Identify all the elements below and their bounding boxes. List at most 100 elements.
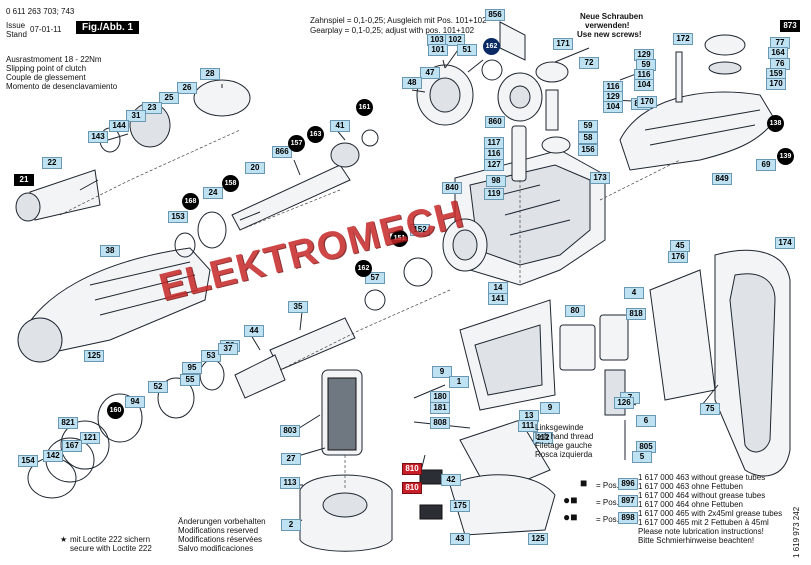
dot-square-icon: ●■ [563,510,578,524]
part-circle-c162b: 162 [355,260,372,277]
lubrication-note: Bitte Schmierhinweise beachten! [638,536,755,545]
part-label-43: 43 [450,533,470,545]
part-label-75: 75 [700,403,720,415]
part-label-173: 173 [590,172,610,184]
part-label-48: 48 [402,77,422,89]
part-label-821: 821 [58,417,78,429]
loctite-star: ★ [60,535,68,544]
part-circle-c151: 151 [391,230,408,247]
part-label-59b: 59 [578,120,598,132]
loctite-note: mit Loctite 222 sichern [70,535,151,544]
part-label-104a: 104 [634,79,654,91]
part-label-77: 77 [770,37,790,49]
motor-housing-drawing [449,299,556,536]
part-label-95: 95 [182,362,202,374]
leader-lines [59,129,681,490]
part-label-143: 143 [88,131,108,143]
part-label-898: 898 [618,512,638,524]
part-label-176: 176 [668,251,688,263]
part-circle-c158: 158 [222,175,239,192]
part-label-37: 37 [218,343,238,355]
motor-drawing [299,369,443,552]
pos-label: = Pos. [596,498,619,507]
part-label-119: 119 [484,188,504,200]
part-label-58: 58 [578,132,598,144]
part-label-76: 76 [770,58,790,70]
part-label-181: 181 [430,402,450,414]
dot-square-icon: ●■ [563,493,578,507]
new-screws-line: verwenden! [585,21,630,30]
part-label-174: 174 [775,237,795,249]
part-label-98: 98 [486,175,506,187]
modifications-note: Änderungen vorbehalten [178,517,266,526]
new-screws-line: Use new screws! [577,30,642,39]
part-label-167: 167 [62,440,82,452]
part-label-55: 55 [180,374,200,386]
new-screws-line: Neue Schrauben [580,12,644,21]
thread-note: Filetage gauche [535,441,592,450]
part-label-28: 28 [200,68,220,80]
part-label-9b: 9 [540,402,560,414]
doc-number: 1 619 973 242 [792,506,801,558]
thread-note: Rosca izquierda [535,450,593,459]
clutch-line: Couple de glessement [6,73,86,82]
part-label-47: 47 [420,67,440,79]
part-label-5: 5 [632,451,652,463]
modifications-note: Modifications reserved [178,526,259,535]
part-label-31: 31 [126,110,146,122]
part-label-27: 27 [281,453,301,465]
part-label-38: 38 [100,245,120,257]
part-label-112: 112 [533,432,553,444]
part-label-170a: 170 [766,78,786,90]
pos-label: = Pos. [596,515,619,524]
thread-note: Linksgewinde [535,423,584,432]
part-label-44: 44 [244,325,264,337]
part-label-142: 142 [43,450,63,462]
part-label-21: 21 [14,174,34,186]
part-label-125a: 125 [84,350,104,362]
part-circle-c157: 157 [288,135,305,152]
part-label-896: 896 [618,478,638,490]
gear-set-drawing [416,21,571,182]
tool-holder-drawing [15,169,211,363]
part-label-153: 153 [168,211,188,223]
part-label-111: 111 [518,420,538,432]
pos-label: = Pos. [596,481,619,490]
part-label-35: 35 [288,301,308,313]
part-label-51: 51 [457,44,477,56]
grease-line: 1 617 000 465 mit 2 Fettuben à 45ml [638,518,769,527]
figure-title: Fig./Abb. 1 [76,21,140,34]
part-label-144: 144 [109,120,129,132]
part-label-102: 102 [445,34,465,46]
part-label-127: 127 [484,159,504,171]
square-icon: ■ [580,476,588,490]
part-label-810b: 810 [402,482,422,494]
part-number: 0 611 263 703; 743 [6,7,75,16]
handle-drawing [649,249,791,477]
part-label-172: 172 [673,33,693,45]
part-label-840: 840 [442,182,462,194]
part-label-52: 52 [148,381,168,393]
part-label-57: 57 [365,272,385,284]
part-label-141: 141 [488,293,508,305]
part-label-26: 26 [177,82,197,94]
part-label-175: 175 [450,500,470,512]
part-label-808: 808 [430,417,450,429]
modifications-note: Modifications réservées [178,535,263,544]
grease-line: 1 617 000 464 ohne Fettuben [638,500,743,509]
issue-date: 07-01-11 [30,25,62,34]
part-label-80: 80 [565,305,585,317]
grease-line: 1 617 000 463 ohne Fettuben [638,482,743,491]
part-label-23: 23 [142,102,162,114]
part-label-41: 41 [330,120,350,132]
part-label-20: 20 [245,162,265,174]
part-label-6: 6 [636,415,656,427]
part-label-121: 121 [80,432,100,444]
part-label-94: 94 [125,396,145,408]
part-label-1: 1 [449,376,469,388]
part-label-171: 171 [553,38,573,50]
part-label-803: 803 [280,425,300,437]
part-label-42: 42 [441,474,461,486]
grease-line: 1 617 000 465 with 2x45ml grease tubes [638,509,783,518]
